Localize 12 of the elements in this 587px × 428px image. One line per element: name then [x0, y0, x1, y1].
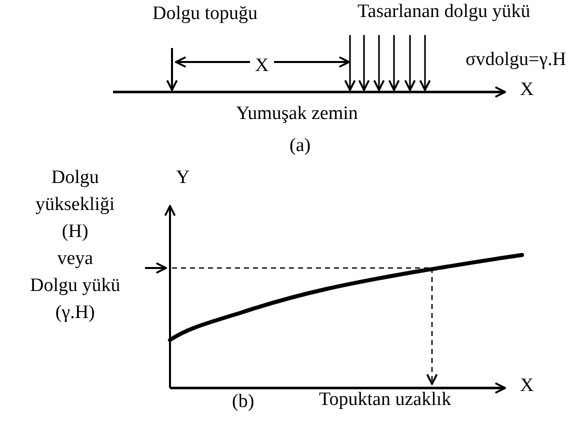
- panel-label: (a): [290, 136, 311, 157]
- annotation-label: Yumuşak zemin: [236, 104, 358, 125]
- axis-title: Topuktan uzaklık: [319, 390, 452, 411]
- axis-label: X: [520, 376, 534, 397]
- axis-label: X: [520, 80, 534, 101]
- formula-label: σvdolgu=γ.H: [466, 50, 566, 71]
- annotation-label: Dolgu topuğu: [152, 4, 258, 25]
- dimension-label: X: [255, 56, 269, 77]
- axis-label: Y: [176, 168, 190, 189]
- axis-title: Dolgu yüksekliği (H) veya Dolgu yükü (γ.H): [30, 166, 120, 325]
- annotation-label: Tasarlanan dolgu yükü: [358, 2, 530, 23]
- panel-label: (b): [232, 392, 254, 413]
